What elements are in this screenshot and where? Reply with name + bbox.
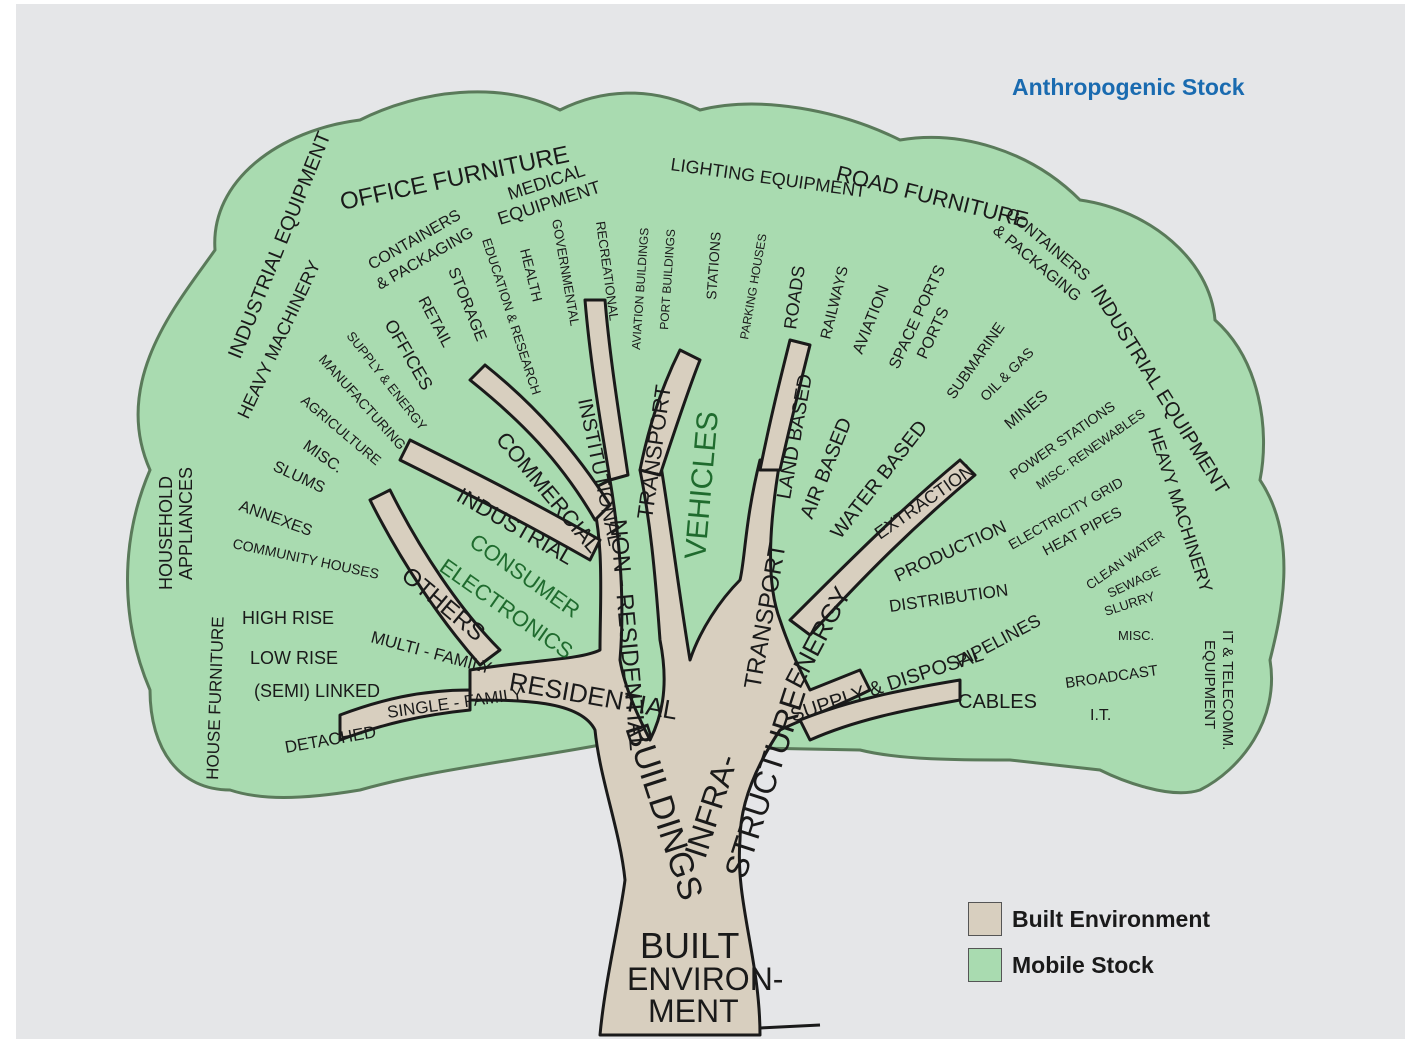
it-telecomm-label-2: EQUIPMENT (1201, 640, 1218, 729)
household-appliances-label-2: APPLIANCES (176, 467, 196, 580)
cables-leaf-2: I.T. (1090, 707, 1111, 724)
pipelines-leaf-4: MISC. (1118, 628, 1154, 643)
branch-transport-bld (638, 348, 702, 477)
legend-item-built: Built Environment (968, 900, 1210, 938)
household-appliances-label-1: HOUSEHOLD (156, 476, 176, 590)
root-label-1: BUILT (640, 925, 739, 966)
branch-supply (798, 678, 962, 742)
branch-commercial (468, 363, 612, 522)
transport-bld-leaf-3: STATIONS (703, 231, 724, 300)
residential-leaf-1: HIGH RISE (242, 608, 334, 628)
legend-item-mobile: Mobile Stock (968, 946, 1210, 984)
legend: Built Environment Mobile Stock (968, 900, 1210, 992)
ground-line (759, 1023, 821, 1030)
branch-institutional (583, 298, 630, 482)
trunk-group (338, 298, 977, 1037)
branch-others (368, 488, 502, 667)
root-label-3: MENT (648, 993, 739, 1029)
root-label-2: ENVIRON- (627, 961, 783, 997)
it-telecomm-label-1: IT & TELECOMM. (1219, 630, 1236, 750)
cables-label: CABLES (958, 691, 1037, 713)
legend-swatch-mobile (968, 948, 1002, 982)
trunk (468, 458, 872, 1037)
residential-leaf-3: (SEMI) LINKED (254, 681, 380, 701)
diagram-title: Anthropogenic Stock (1012, 74, 1245, 100)
canopy (126, 90, 1286, 799)
legend-label-built: Built Environment (1012, 905, 1211, 932)
branch-energy (788, 458, 977, 637)
branch-industrial (398, 438, 602, 562)
residential-leaf-2: LOW RISE (250, 648, 338, 668)
branch-residential (338, 688, 472, 742)
legend-label-mobile: Mobile Stock (1012, 951, 1154, 978)
legend-swatch-built (968, 902, 1002, 936)
branch-transport-inf (758, 338, 812, 472)
